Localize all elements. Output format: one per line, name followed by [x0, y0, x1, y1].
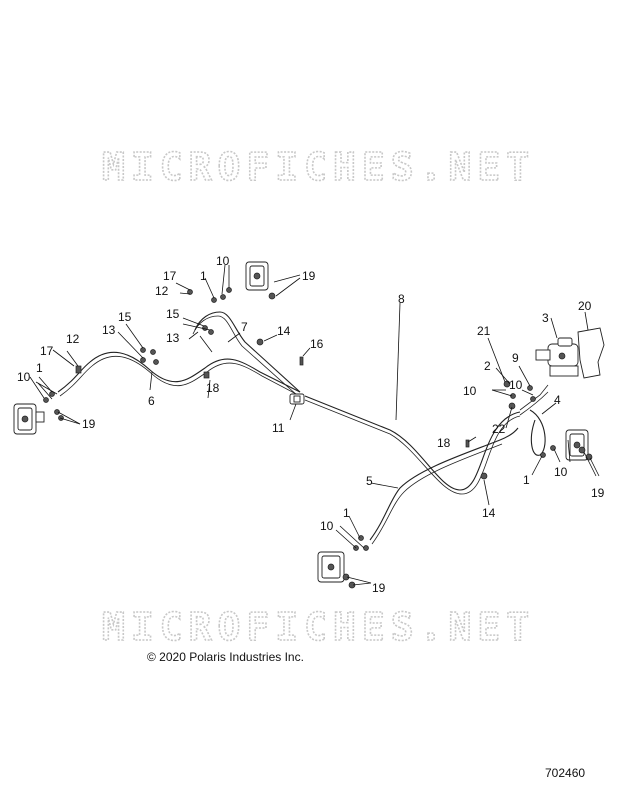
- callout-9: 9: [512, 351, 519, 365]
- brake-hoses: [57, 311, 549, 545]
- callout-14: 14: [482, 506, 496, 520]
- callout-15: 15: [118, 310, 132, 324]
- callout-10: 10: [509, 378, 523, 392]
- watermark-top: MICROFICHES.NET: [102, 145, 535, 189]
- callout-10: 10: [320, 519, 334, 533]
- callout-17: 17: [163, 269, 177, 283]
- callout-12: 12: [155, 284, 169, 298]
- callout-13: 13: [166, 331, 180, 345]
- callout-16: 16: [310, 337, 324, 351]
- callout-5: 5: [366, 474, 373, 488]
- callout-18: 18: [206, 381, 220, 395]
- callout-1: 1: [36, 361, 43, 375]
- left-front-caliper: [13, 403, 45, 435]
- fittings: [43, 287, 593, 589]
- callout-17: 17: [40, 344, 54, 358]
- callout-3: 3: [542, 311, 549, 325]
- callout-10: 10: [554, 465, 568, 479]
- callout-21: 21: [477, 324, 491, 338]
- callout-6: 6: [148, 394, 155, 408]
- callout-7: 7: [241, 320, 248, 334]
- watermark-bottom: MICROFICHES.NET: [102, 605, 535, 649]
- junction-block: [289, 393, 305, 405]
- callout-19: 19: [82, 417, 96, 431]
- callout-18: 18: [437, 436, 451, 450]
- callout-19: 19: [302, 269, 316, 283]
- callout-10: 10: [216, 254, 230, 268]
- reservoir-bracket: [577, 327, 605, 379]
- callout-22: 22: [492, 422, 506, 436]
- callout-15: 15: [166, 307, 180, 321]
- callout-14: 14: [277, 324, 291, 338]
- callout-1: 1: [200, 269, 207, 283]
- callout-19: 19: [591, 486, 605, 500]
- callout-2: 2: [484, 359, 491, 373]
- callout-4: 4: [554, 393, 561, 407]
- callout-19: 19: [372, 581, 386, 595]
- rear-caliper: [317, 551, 345, 583]
- copyright-notice: © 2020 Polaris Industries Inc.: [147, 650, 304, 664]
- callout-12: 12: [66, 332, 80, 346]
- diagram-number: 702460: [545, 766, 586, 780]
- upper-caliper: [245, 261, 269, 291]
- callout-8: 8: [398, 292, 405, 306]
- callout-10: 10: [17, 370, 31, 384]
- callout-1: 1: [523, 473, 530, 487]
- callout-11: 11: [272, 421, 285, 435]
- callout-20: 20: [578, 299, 592, 313]
- callout-1: 1: [343, 506, 350, 520]
- leader-lines: [29, 264, 600, 586]
- master-cylinder: [535, 337, 579, 377]
- callout-13: 13: [102, 323, 116, 337]
- callouts: 1 10 17 12 19 15 13 6 17 12 1 10 19 15 1…: [17, 254, 605, 595]
- callout-10: 10: [463, 384, 477, 398]
